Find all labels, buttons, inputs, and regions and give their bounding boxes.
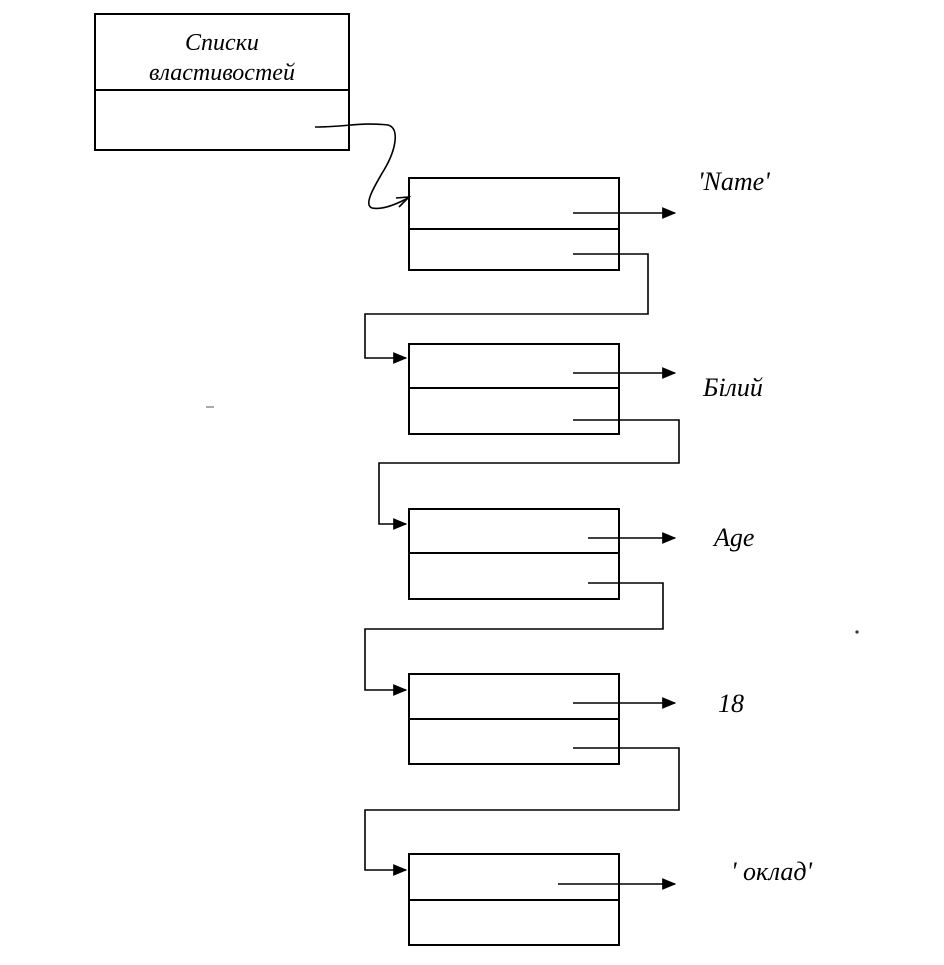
list-node-3: Age [408, 508, 754, 600]
cell-value-label: Age [712, 523, 754, 552]
next-pointer-arrow [364, 253, 649, 364]
list-node-2: Білий [408, 343, 763, 435]
list-node-4: 18 [408, 673, 744, 765]
cell-value-label: ' оклад' [731, 857, 813, 886]
list-node-1: 'Name' [408, 167, 770, 271]
cell-value-label: 18 [718, 689, 744, 718]
header-title-line2: властивостей [149, 60, 295, 86]
cell-value-label: Білий [702, 373, 763, 402]
list-node-5: ' оклад' [408, 853, 813, 946]
header-pointer-arrowhead [395, 196, 412, 208]
header-title-line1: Списки [185, 30, 259, 56]
scan-speck [855, 630, 859, 634]
cell-value-label: 'Name' [698, 167, 770, 196]
header-pointer-arrow [314, 123, 409, 210]
property-list-header-box: Списки властивостей [94, 13, 350, 151]
next-pointer-arrow [364, 747, 680, 876]
next-pointer-arrow [364, 582, 664, 696]
next-pointer-arrow [378, 419, 680, 530]
